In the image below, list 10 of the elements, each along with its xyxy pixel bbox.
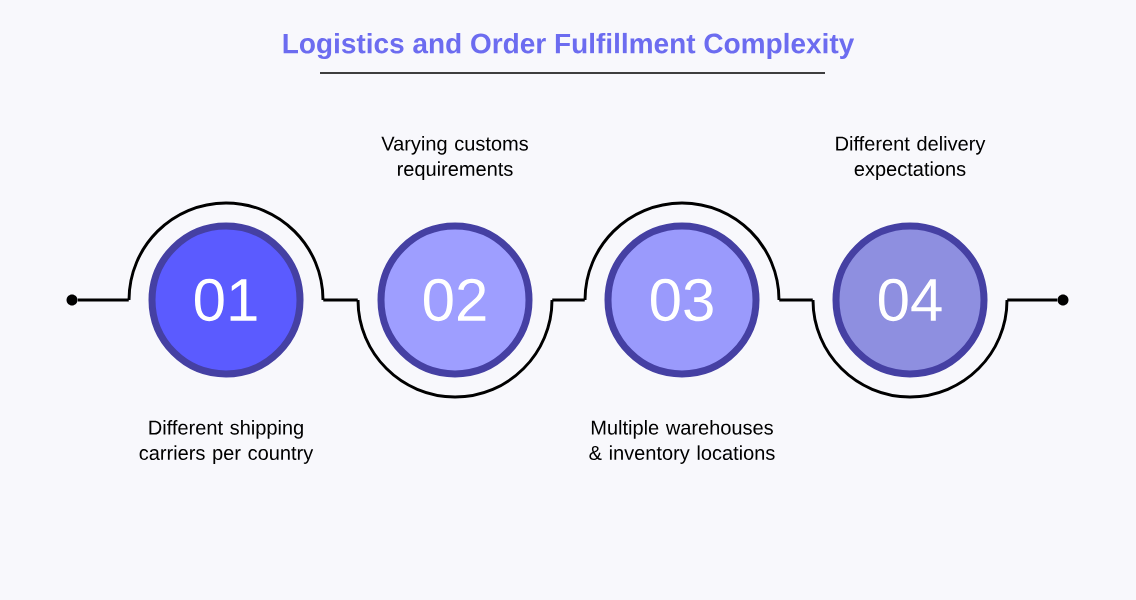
step-text: Different shipping carriers per country xyxy=(139,420,314,464)
connector-line xyxy=(1007,298,1058,302)
connector-line xyxy=(77,298,129,302)
title: Logistics and Order Fulfillment Complexity xyxy=(283,32,855,60)
step-text: Varying customs requirements xyxy=(381,136,528,180)
connector-line xyxy=(552,298,585,302)
step-text: Different delivery expectations xyxy=(836,136,986,180)
connector-line xyxy=(323,298,358,302)
connector-line xyxy=(779,298,813,302)
step-text: Multiple warehouses & inventory locations xyxy=(589,420,775,464)
